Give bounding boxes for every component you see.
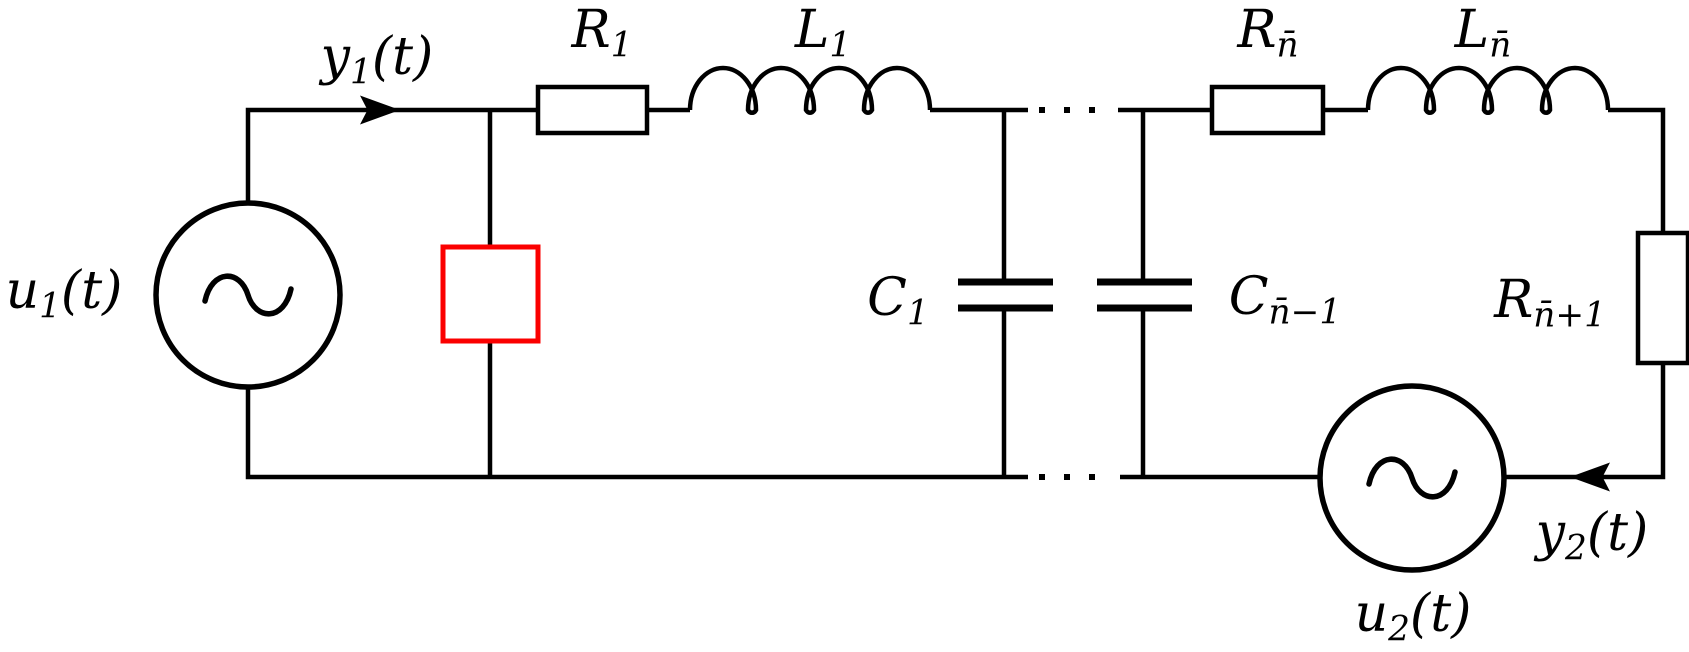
label-u1: u1(t) [6, 265, 123, 324]
ellipsis-bottom-dot-3 [1089, 474, 1095, 480]
label-cn-minus-1: Cn̄−1 [1229, 271, 1341, 330]
current-arrow-y2-icon [1570, 462, 1610, 492]
label-l1: L1 [795, 4, 851, 63]
label-rn-base: R [1237, 0, 1277, 60]
label-y2: y2(t) [1536, 507, 1649, 566]
label-ln: Ln̄ [1455, 4, 1512, 63]
label-u2-suffix: (t) [1409, 584, 1472, 644]
label-l1-sub: 1 [829, 25, 852, 66]
unknown-shunt-box [440, 244, 541, 344]
label-r1-sub: 1 [610, 25, 633, 66]
resistor-r1-body [535, 84, 650, 136]
wire-bottom-left [245, 387, 1028, 480]
label-y2-suffix: (t) [1586, 503, 1649, 563]
source-u1-sine-icon [202, 273, 294, 317]
label-r1-base: R [571, 0, 611, 60]
label-u1-suffix: (t) [60, 261, 123, 321]
label-y1-suffix: (t) [371, 27, 434, 87]
label-y2-sub: 2 [1565, 528, 1587, 569]
ellipsis-top-dot-3 [1089, 107, 1095, 113]
ellipsis-bottom-dot-1 [1039, 474, 1045, 480]
label-u2-sub: 2 [1388, 609, 1410, 650]
label-l1-base: L [794, 0, 830, 60]
label-rn-plus-1-base: R [1494, 270, 1534, 330]
label-rn-plus-1: Rn̄+1 [1494, 274, 1606, 333]
label-y2-base: y [1535, 503, 1566, 563]
label-ln-base: L [1454, 0, 1490, 60]
label-y1-sub: 1 [350, 52, 372, 93]
wire-rn1-to-u2 [1504, 363, 1666, 480]
ellipsis-top-dot-2 [1064, 107, 1070, 113]
label-c1-sub: 1 [906, 293, 929, 334]
label-rn-sub: n̄ [1276, 25, 1299, 66]
label-r1: R1 [572, 4, 633, 63]
label-ln-sub: n̄ [1489, 25, 1512, 66]
label-y1: y1(t) [321, 31, 434, 90]
label-u1-base: u [5, 261, 40, 321]
source-u2-sine-icon [1366, 456, 1458, 500]
resistor-rn1-body [1635, 230, 1689, 366]
resistor-rn-body [1209, 84, 1326, 136]
wire-top-right-corner [1608, 107, 1666, 233]
wire-top-left [245, 107, 538, 203]
label-cn-minus-1-base: C [1228, 267, 1269, 327]
inductor-l1-coil [687, 65, 933, 115]
label-y1-base: y [320, 27, 351, 87]
label-u1-sub: 1 [39, 286, 61, 327]
ellipsis-bottom-dot-2 [1064, 474, 1070, 480]
label-cn-minus-1-sub: n̄−1 [1268, 292, 1342, 333]
label-rn-plus-1-sub: n̄+1 [1533, 295, 1606, 336]
label-c1-base: C [867, 268, 907, 328]
label-u2: u2(t) [1355, 588, 1472, 647]
inductor-ln-coil [1365, 65, 1611, 115]
label-rn: Rn̄ [1237, 4, 1298, 63]
label-u2-base: u [1354, 584, 1389, 644]
ellipsis-top-dot-1 [1039, 107, 1045, 113]
current-arrow-y1-icon [360, 95, 400, 125]
label-c1: C1 [867, 272, 929, 331]
